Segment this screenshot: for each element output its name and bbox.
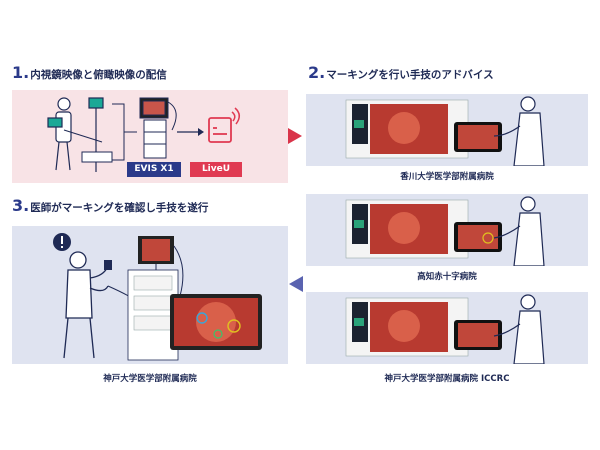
hospital-panel-1 <box>306 94 588 166</box>
arrow-to-step2 <box>288 128 302 144</box>
hospital-caption-2: 高知赤十字病院 <box>417 272 477 282</box>
hospital-panel-2 <box>306 194 588 266</box>
step2-number: 2. <box>308 63 326 82</box>
step3-number: 3. <box>12 196 30 215</box>
step3-caption: 神戸大学医学部附属病院 <box>103 374 197 384</box>
step2-title-text: マーキングを行い手技のアドバイス <box>326 69 494 81</box>
arrow-to-step3 <box>289 276 303 292</box>
step3-panel <box>12 226 288 364</box>
step3-title-text: 医師がマーキングを確認し手技を遂行 <box>30 202 209 214</box>
step1-title: 1.内視鏡映像と俯瞰映像の配信 <box>12 63 167 82</box>
step1-title-text: 内視鏡映像と俯瞰映像の配信 <box>30 69 167 81</box>
hospital-caption-3: 神戸大学医学部附属病院 ICCRC <box>384 374 510 384</box>
step3-title: 3.医師がマーキングを確認し手技を遂行 <box>12 196 208 215</box>
step1-number: 1. <box>12 63 30 82</box>
step2-title: 2.マーキングを行い手技のアドバイス <box>308 63 494 82</box>
hospital-panel-3 <box>306 292 588 364</box>
exclamation-icon <box>53 233 71 251</box>
evis-tower <box>139 97 177 159</box>
liveu-label: LiveU <box>190 162 242 177</box>
operator-figure <box>47 97 72 171</box>
signal-icon <box>231 107 240 125</box>
evis-x1-label: EVIS X1 <box>127 162 181 177</box>
hospital-caption-1: 香川大学医学部附属病院 <box>400 172 494 182</box>
liveu-device <box>208 117 232 143</box>
